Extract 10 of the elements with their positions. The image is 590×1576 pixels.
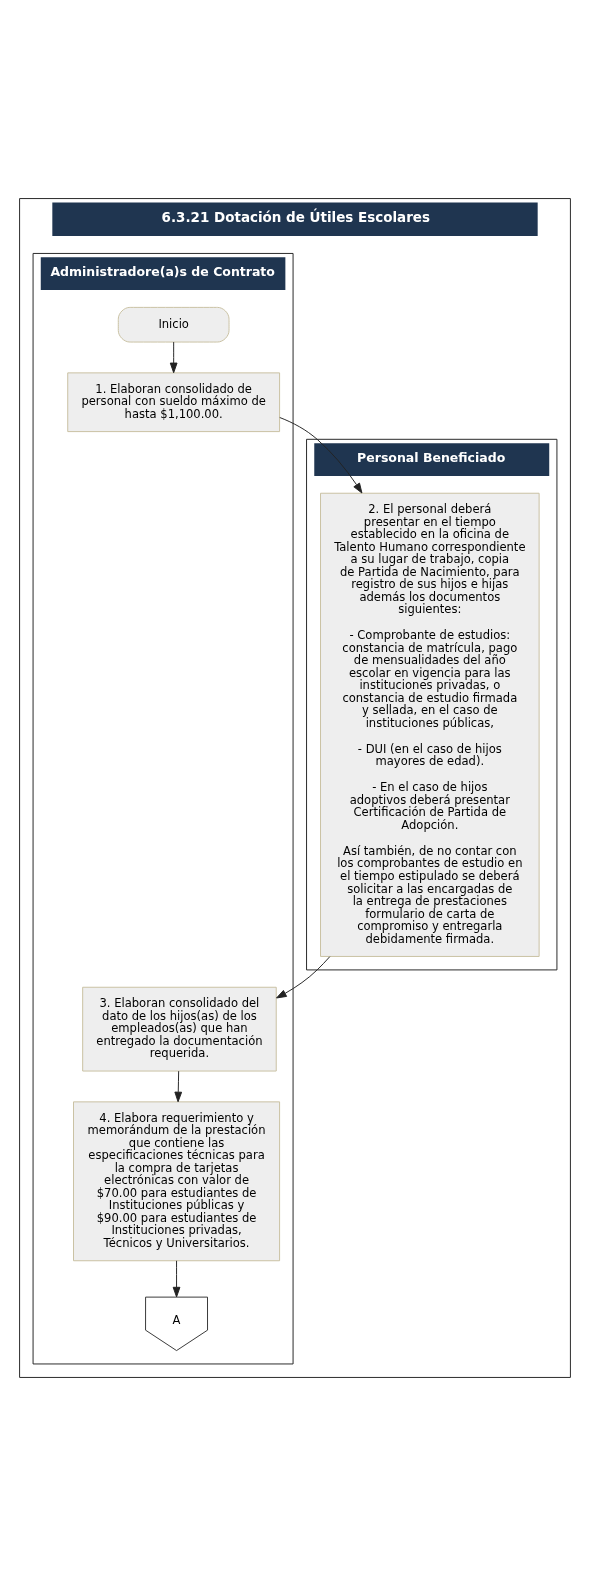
node-box: 4. Elabora requerimiento y memorándum de la prestación que contiene las especificaciones técnicas para la compra de tarjetas electrónicas con valor de $70.00 para estudiantes de Instituciones públicas y $90.00 para estudiantes de Instituciones privadas, Técnicos y Universitarios. bbox=[73, 1101, 281, 1262]
arrow bbox=[169, 341, 178, 374]
arrow bbox=[174, 1070, 183, 1103]
node-box: Inicio bbox=[117, 306, 230, 343]
node-box: 1. Elaboran consolidado de personal con sueldo máximo de hasta $1,100.00. bbox=[67, 372, 281, 433]
arrow bbox=[172, 1260, 181, 1298]
arrow bbox=[279, 417, 363, 494]
node-box: 2. El personal deberá presentar en el tiempo establecido en la oficina de Talento Humano correspondiente a su lugar de trabajo, copia de Partida de Nacimiento, para registro de sus hijos e hijas además los documentos siguientes: - Comprobante de estudios: constancia de matrícula, pago de mensualidades del año escolar en vigencia para las instituciones privadas, o constancia de estudio firmada y sellada, en el caso de instituciones públicas, - DUI (en el caso de hijos mayores de edad). - En el caso de hijos adoptivos deberá presentar Certificación de Partida de Adopción. Así también, de no contar con los comprobantes de estudio en el tiempo estipulado se deberá solicitar a las encargadas de la entrega de prestaciones formulario de carta de compromiso y entregarla debidamente firmada. bbox=[320, 492, 540, 957]
arrow bbox=[276, 956, 331, 999]
node-box: 3. Elaboran consolidado del dato de los hijos(as) de los empleados(as) que han entregado la documentación requerida. bbox=[82, 986, 277, 1072]
